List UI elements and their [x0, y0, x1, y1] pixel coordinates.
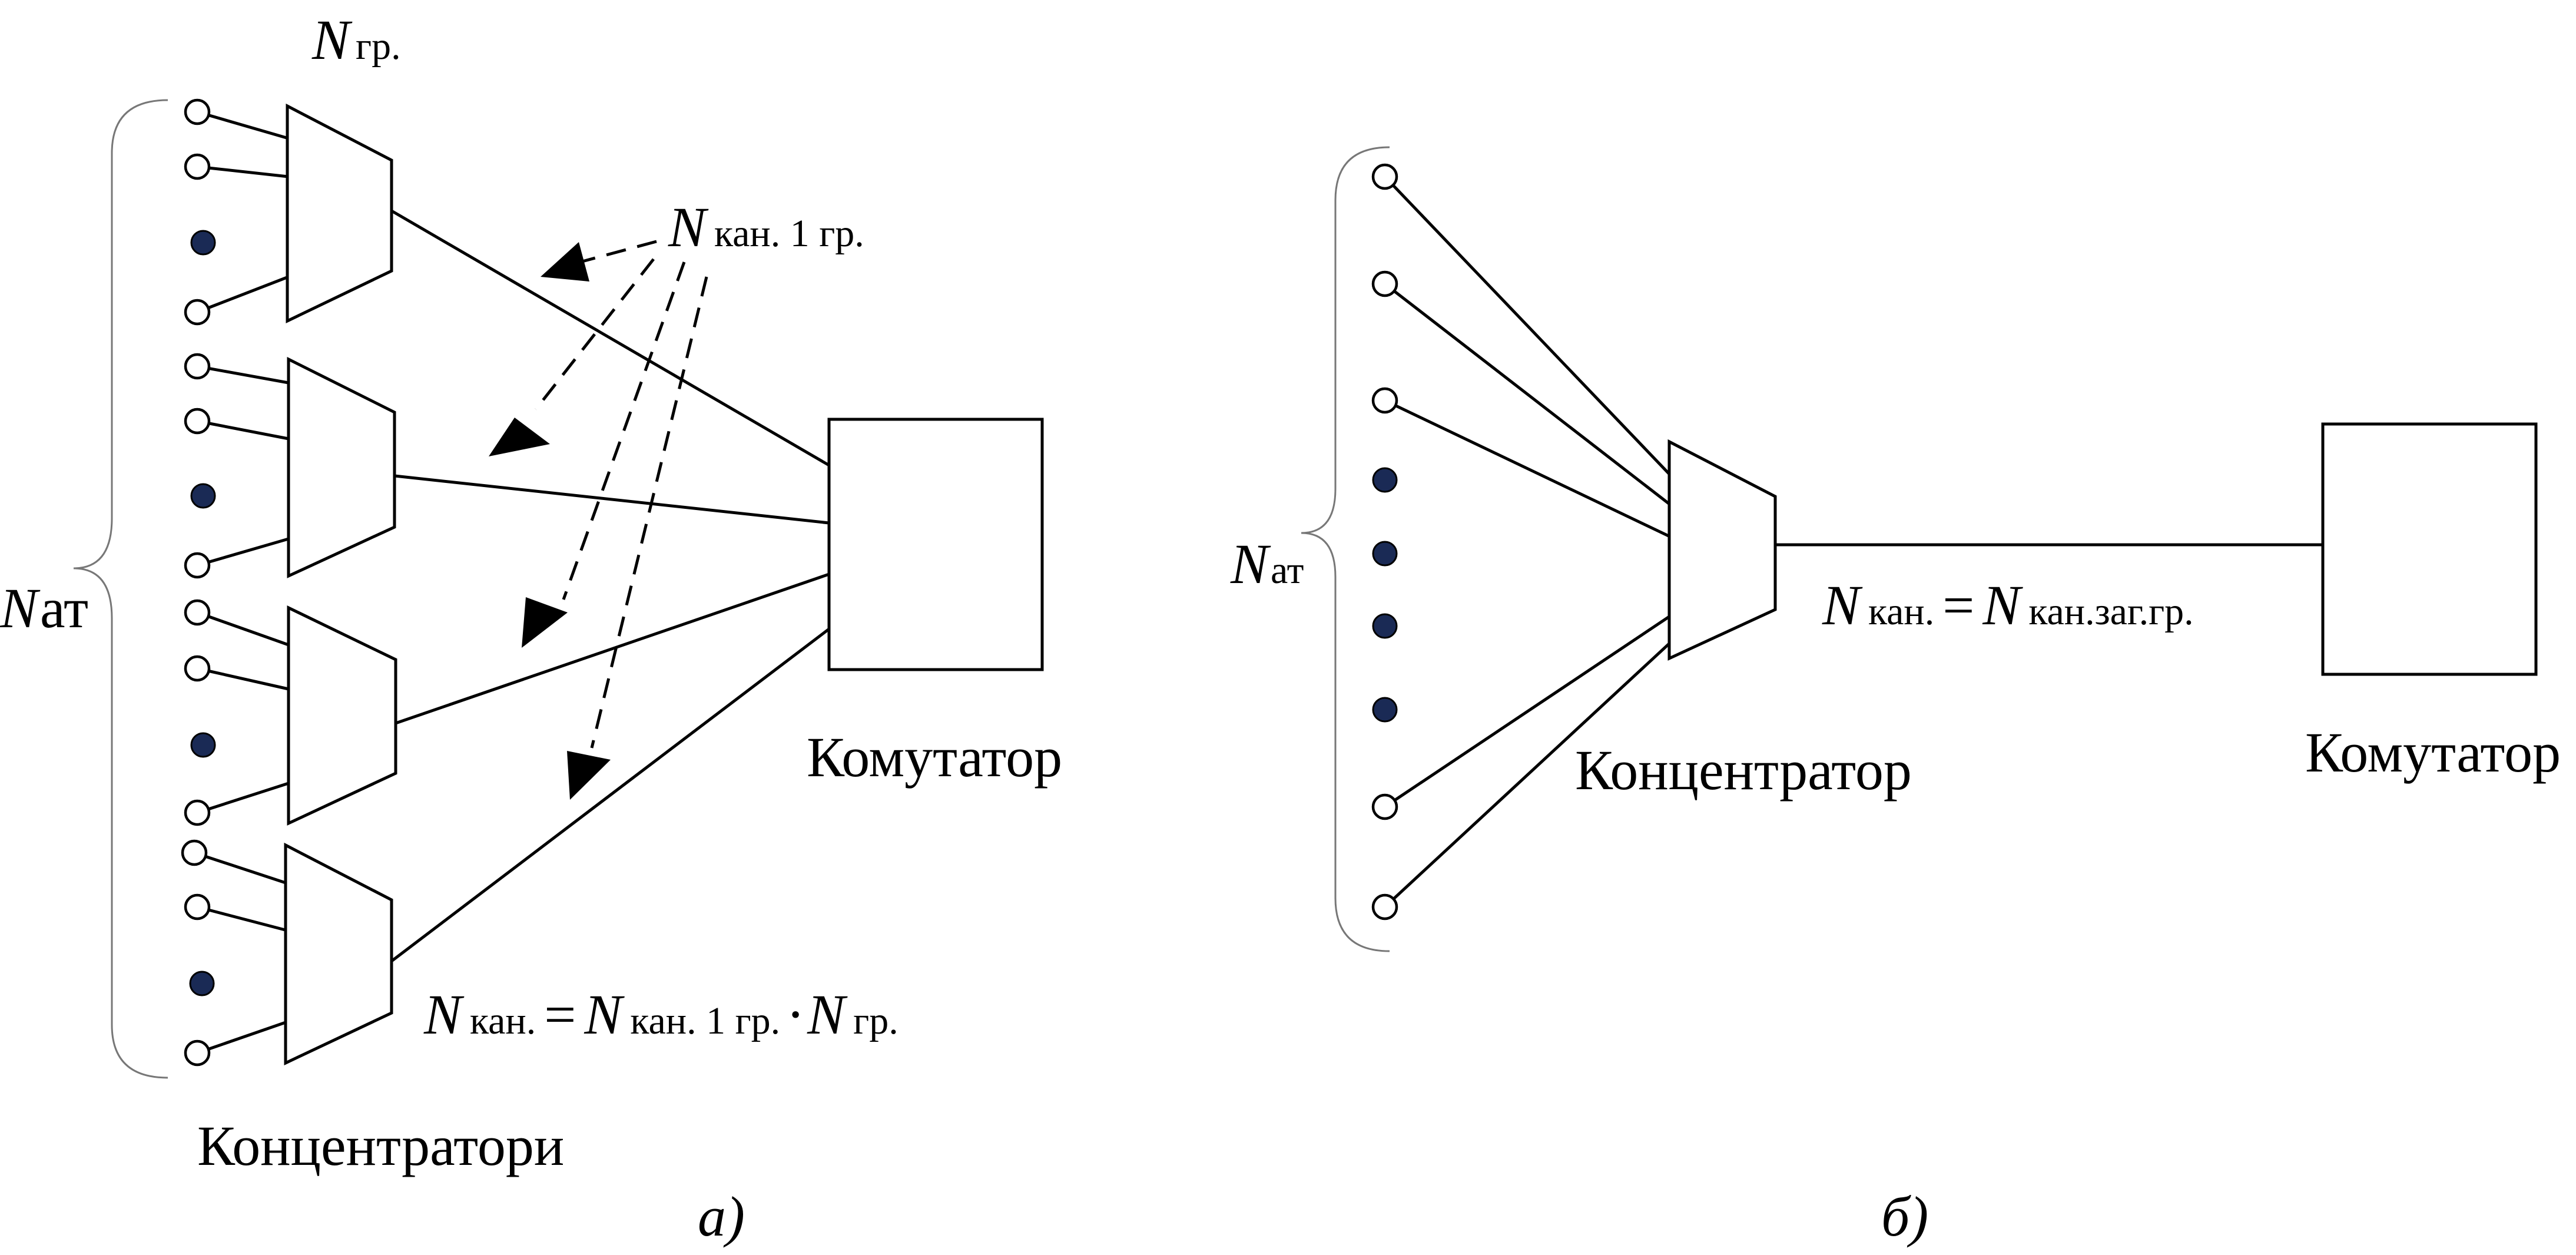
concentrator-2 [184, 353, 396, 579]
concentrator-4-shape [284, 842, 393, 1065]
trunk-line-1 [390, 209, 830, 467]
terminal-ellipsis-icon [1372, 467, 1398, 493]
terminal-ellipsis-icon [189, 971, 215, 996]
terminal-icon [184, 893, 211, 920]
concentrator-3 [184, 599, 397, 826]
terminal-icon [184, 552, 211, 579]
concentrator-1-shape [286, 103, 393, 323]
subscribers-count-label-b: Nат [1230, 532, 1304, 595]
terminal-icon [181, 839, 208, 866]
caption-b: б) [1881, 1185, 1928, 1248]
terminal-icon [1371, 163, 1398, 190]
terminal-icon [1371, 270, 1398, 297]
switch-label-b: Комутатор [2305, 721, 2561, 784]
terminal-icon [184, 353, 211, 380]
trunk-line-3 [395, 572, 830, 725]
subscribers-brace-b [1301, 146, 1390, 952]
terminal-ellipsis-icon [1372, 541, 1398, 567]
terminal-ellipsis-icon [190, 483, 216, 509]
concentrator-2-shape [287, 356, 396, 578]
switch-label-a: Комутатор [807, 726, 1062, 789]
caption-a: а) [698, 1185, 745, 1248]
terminal-icon [1371, 387, 1398, 414]
terminal-ellipsis-icon [190, 732, 216, 758]
concentrator-1 [184, 98, 393, 326]
arrowhead-icon [522, 597, 568, 648]
terminal-icon [184, 153, 211, 180]
switch-box-a [827, 418, 1044, 671]
terminal-ellipsis-icon [1372, 613, 1398, 639]
terminal-icon [184, 799, 211, 826]
trunk-line-4 [390, 628, 830, 962]
terminal-icon [184, 655, 211, 682]
arrowhead-icon [567, 751, 611, 800]
terminal-icon [1371, 793, 1398, 820]
arrowhead-icon [489, 418, 550, 456]
terminal-icon [184, 299, 211, 326]
terminal-icon [184, 599, 211, 626]
concentrator-label-b: Концентратор [1575, 739, 1912, 802]
concentrator-3-shape [287, 605, 397, 826]
terminal-icon [184, 98, 211, 125]
arrowhead-icon [541, 242, 589, 282]
subscribers-count-label: Nат [0, 577, 88, 640]
subscribers-brace [73, 99, 168, 1079]
concentrator-4 [181, 839, 393, 1067]
terminal-icon [1371, 893, 1398, 920]
terminal-ellipsis-icon [190, 230, 216, 256]
terminal-icon [184, 1039, 211, 1067]
channel-arrows [489, 240, 708, 800]
trunk-line-2 [394, 474, 830, 525]
terminal-ellipsis-icon [1372, 697, 1398, 723]
concentrators-label: Концентратори [197, 1114, 564, 1177]
terminal-icon [184, 408, 211, 435]
concentrator-shape-b [1667, 439, 1777, 661]
switch-box-b [2321, 422, 2538, 676]
